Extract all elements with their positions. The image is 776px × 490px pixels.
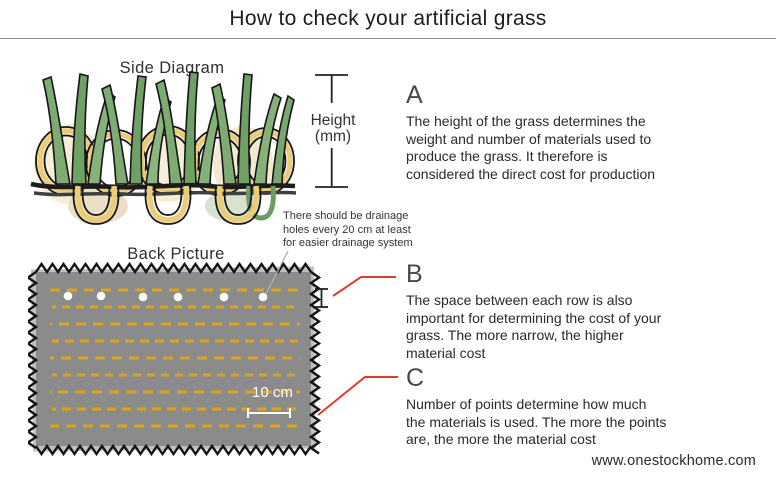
back-picture-illustration: 10 cm (28, 261, 322, 457)
scale-label: 10 cm (252, 384, 293, 401)
back-picture-label: Back Picture (127, 245, 225, 263)
side-diagram-illustration (30, 71, 297, 225)
leader-line-c (317, 376, 398, 416)
section-a: A The height of the grass determines the… (406, 82, 758, 183)
mat-zigzag-border (28, 261, 322, 457)
section-c: C Number of points determine how much th… (406, 365, 758, 449)
height-measure-bracket: Height (mm) (311, 74, 356, 188)
yarn-loops-below (72, 185, 276, 225)
height-label: Height (311, 112, 356, 129)
section-a-text: The height of the grass determines the w… (406, 113, 656, 182)
title-divider (0, 38, 776, 39)
section-a-letter: A (406, 81, 423, 109)
drainage-note: There should be drainage holes every 20 … (283, 210, 413, 249)
section-b: B The space between each row is also imp… (406, 261, 758, 362)
height-unit-label: (mm) (315, 128, 351, 145)
section-c-letter: C (406, 364, 425, 392)
page-title: How to check your artificial grass (229, 7, 547, 30)
section-c-text: Number of points determine how much the … (406, 396, 667, 447)
leader-line-b (332, 276, 396, 297)
section-b-letter: B (406, 260, 423, 288)
drainage-holes (63, 291, 268, 302)
bracket-lines (315, 74, 348, 188)
website-url: www.onestockhome.com (591, 453, 756, 469)
stitch-rows (50, 288, 300, 428)
scale-bracket (247, 408, 291, 418)
grass-blades (42, 71, 295, 185)
section-b-text: The space between each row is also impor… (406, 292, 662, 361)
